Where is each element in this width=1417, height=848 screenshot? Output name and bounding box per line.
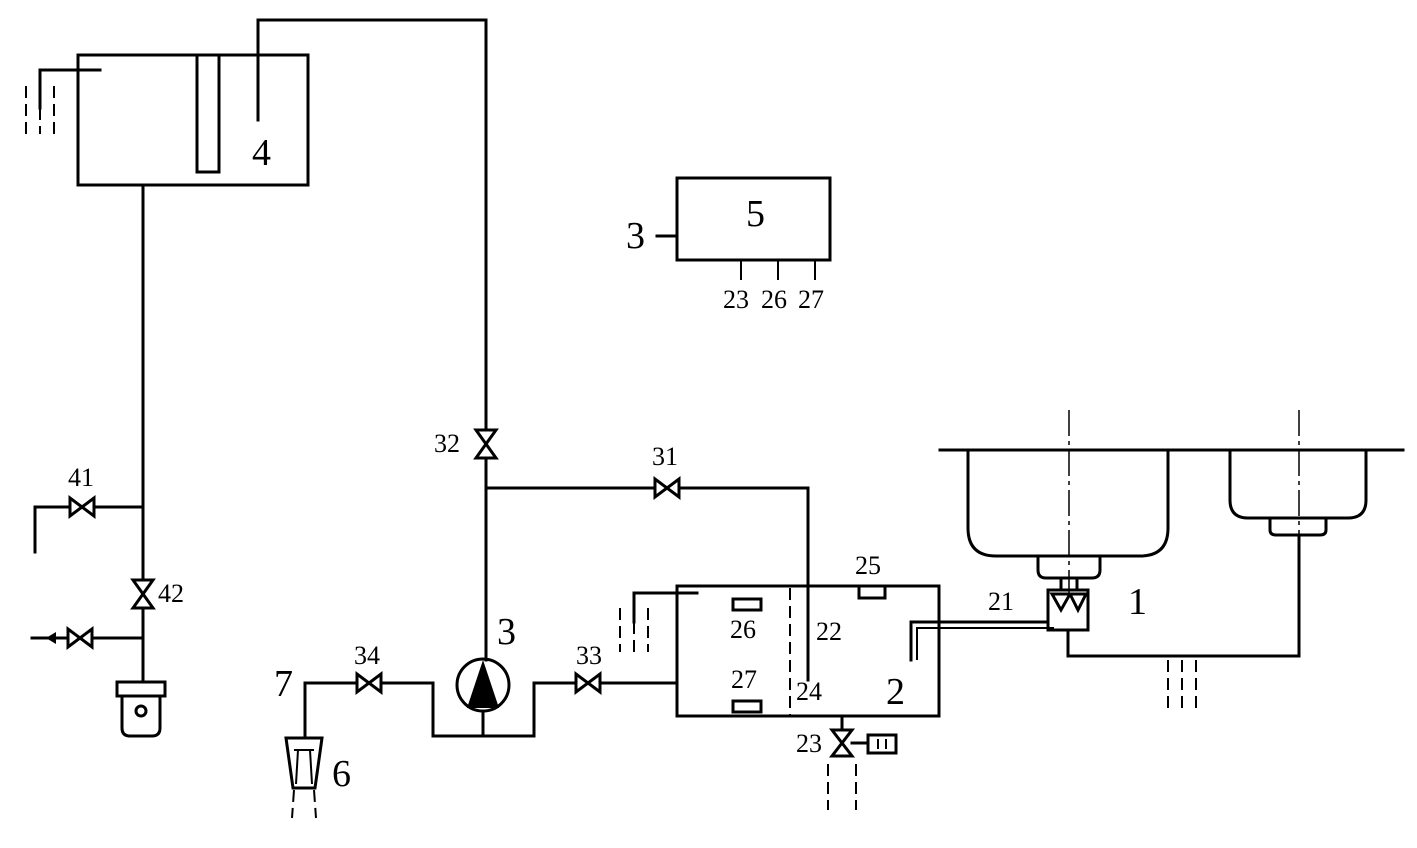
sink-drain-lines [1167,660,1197,712]
sensor-25 [857,584,887,600]
sink-center-lines [1068,410,1300,600]
controller-input-label: 3 [626,215,645,257]
pipe-21-inner [916,627,1054,660]
controller-signal-27: 27 [798,285,824,314]
valve-41-branch-pipe [33,505,145,554]
pump-bottom-pipe [431,681,679,738]
valve-42-label: 42 [158,579,184,608]
valve-42 [130,578,156,610]
controller-label: 5 [746,193,765,235]
drain-valve-23 [828,728,898,758]
inlet-valve [66,626,94,650]
pipe-21-label: 21 [988,587,1014,616]
storage-tank [38,53,310,187]
controller-box [655,176,832,280]
chamber-label: 2 [886,671,905,713]
valve-34-label: 34 [354,641,380,670]
valve-31 [653,476,681,500]
partition-22-label: 22 [816,617,842,646]
valve-34 [355,671,383,695]
valve-32-label: 32 [434,429,460,458]
sink-drain-pipe [1066,533,1301,658]
sink-drain-trap [1046,576,1090,632]
chamber-vent-lines [619,608,649,652]
sink-label: 1 [1128,581,1147,623]
sensor-26 [731,597,763,612]
controller-signal-23: 23 [723,285,749,314]
valve-33 [574,671,602,695]
valve-31-branch-pipe [484,486,810,682]
chamber-vent-pipe [632,591,699,624]
outlet-label: 7 [274,663,293,705]
valve-41-label: 41 [68,463,94,492]
valve-41 [68,495,96,519]
tank-vent-lines [25,86,55,134]
spray-nozzle [284,736,324,819]
pump [455,657,511,713]
inlet-arrow [46,632,56,644]
double-sink [938,448,1405,580]
treatment-chamber [675,584,941,718]
valve-33-label: 33 [576,641,602,670]
nozzle-label: 6 [332,753,351,795]
pipe-21 [909,610,1050,662]
tank-label: 4 [252,132,271,174]
outlet-pipe [303,681,435,740]
faucet-fixture [115,680,167,738]
pipe-24-label: 24 [796,677,822,706]
controller-signal-26: 26 [761,285,787,314]
valve-31-label: 31 [652,442,678,471]
pump-to-tank-pipe [256,18,488,432]
pump-label: 3 [497,611,516,653]
drain-valve-23-label: 23 [796,729,822,758]
sensor-25-label: 25 [855,551,881,580]
sensor-27 [731,699,763,714]
sensor-27-label: 27 [731,665,757,694]
sensor-26-label: 26 [730,615,756,644]
valve-32 [473,428,499,460]
drain-outflow-lines [827,764,857,810]
